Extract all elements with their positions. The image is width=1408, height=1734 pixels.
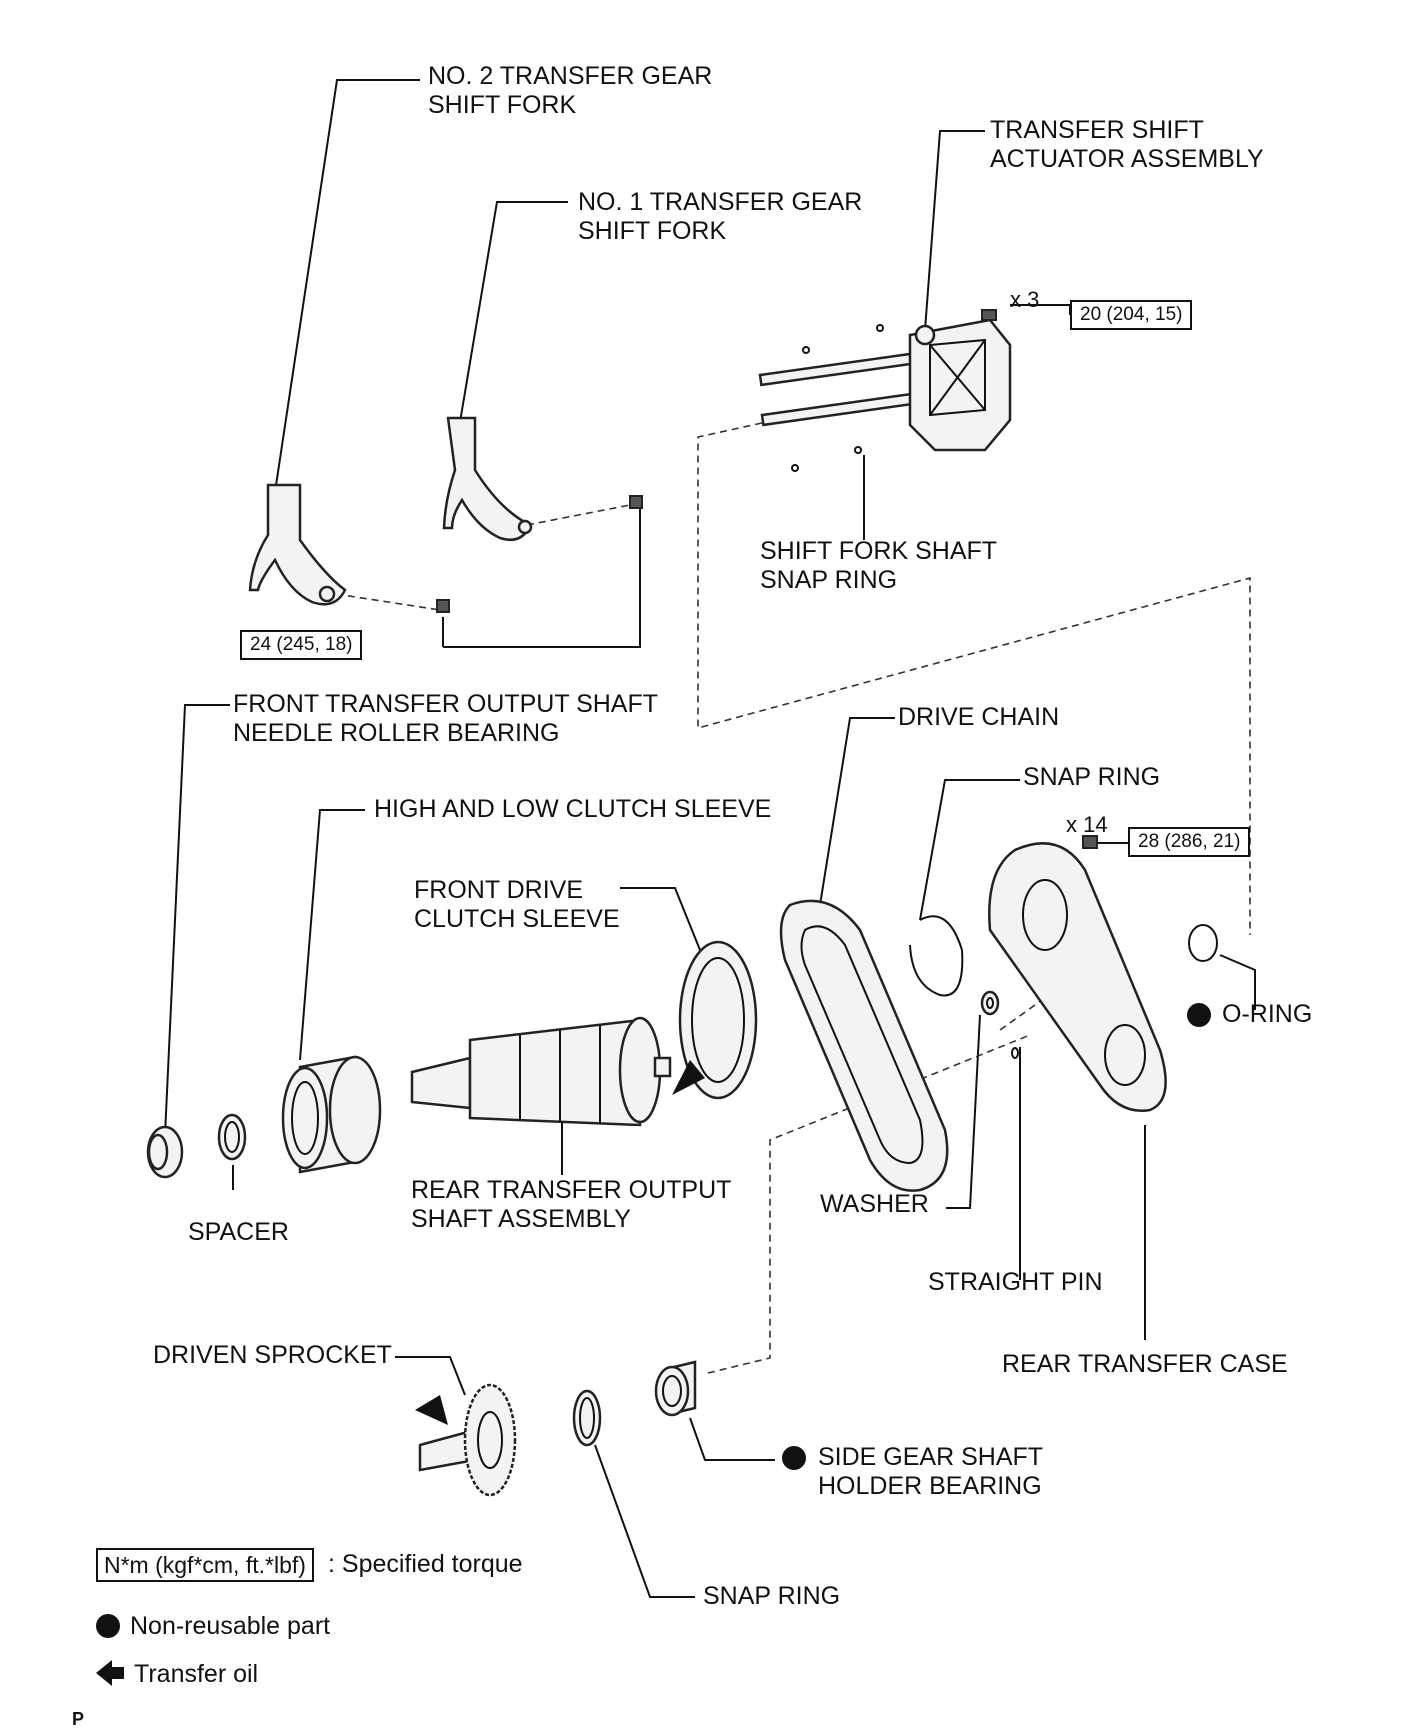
legend-oil-arrow-icon: [96, 1660, 124, 1686]
label-snap-ring-upper: SNAP RING: [1023, 763, 1161, 791]
label-spacer: SPACER: [188, 1218, 289, 1246]
no2-shift-fork: [248, 483, 347, 606]
legend-non-reusable-dot-icon: [96, 1614, 120, 1638]
label-o-ring: O-RING: [1222, 1000, 1313, 1028]
washer: [980, 990, 1000, 1016]
legend-torque-box: N*m (kgf*cm, ft.*lbf): [96, 1548, 314, 1582]
oil-arrow-icon: [672, 1060, 705, 1095]
actuator-assembly: [758, 309, 1012, 472]
spacer: [217, 1113, 247, 1161]
fork-bolt: [629, 495, 643, 509]
rear-output-shaft: [410, 1016, 672, 1127]
side-gear-shaft-bearing: [654, 1360, 697, 1417]
front-output-bearing: [146, 1125, 184, 1179]
rear-transfer-case: [988, 835, 1167, 1112]
non-reusable-dot-icon: [1187, 1003, 1211, 1027]
fork-bolt: [436, 599, 450, 613]
label-washer: WASHER: [820, 1190, 929, 1218]
legend-torque-text: : Specified torque: [328, 1550, 523, 1578]
label-snap-ring-lower: SNAP RING: [703, 1582, 841, 1610]
front-drive-clutch-sleeve: [678, 940, 758, 1100]
torque-fork-bolt: 24 (245, 18): [240, 630, 363, 660]
label-high-low-clutch-sleeve: HIGH AND LOW CLUTCH SLEEVE: [374, 795, 772, 823]
label-rear-transfer-case: REAR TRANSFER CASE: [1002, 1350, 1288, 1378]
corner-mark: P: [72, 1709, 85, 1729]
legend-oil-text: Transfer oil: [134, 1660, 259, 1688]
snap-ring-lower: [572, 1389, 602, 1447]
no1-shift-fork: [442, 416, 533, 542]
label-straight-pin: STRAIGHT PIN: [928, 1268, 1103, 1296]
qty-case-bolts: x 14: [1066, 812, 1108, 837]
o-ring: [1188, 924, 1218, 962]
high-low-clutch-sleeve: [281, 1055, 382, 1174]
non-reusable-dot-icon: [782, 1446, 806, 1470]
oil-arrow-icon: [415, 1395, 448, 1425]
snap-ring-upper: [909, 915, 964, 997]
leader-lines: [164, 79, 1256, 1598]
torque-case-bolt: 28 (286, 21): [1128, 827, 1251, 857]
torque-actuator-bolt: 20 (204, 15): [1070, 300, 1193, 330]
driven-sprocket: [418, 1383, 517, 1497]
legend-non-reusable-text: Non-reusable part: [130, 1612, 331, 1640]
qty-actuator-bolts: x 3: [1010, 287, 1040, 312]
drive-chain: [779, 899, 949, 1192]
label-drive-chain: DRIVE CHAIN: [898, 703, 1060, 731]
straight-pin: [1011, 1047, 1019, 1059]
label-driven-sprocket: DRIVEN SPROCKET: [153, 1341, 392, 1369]
